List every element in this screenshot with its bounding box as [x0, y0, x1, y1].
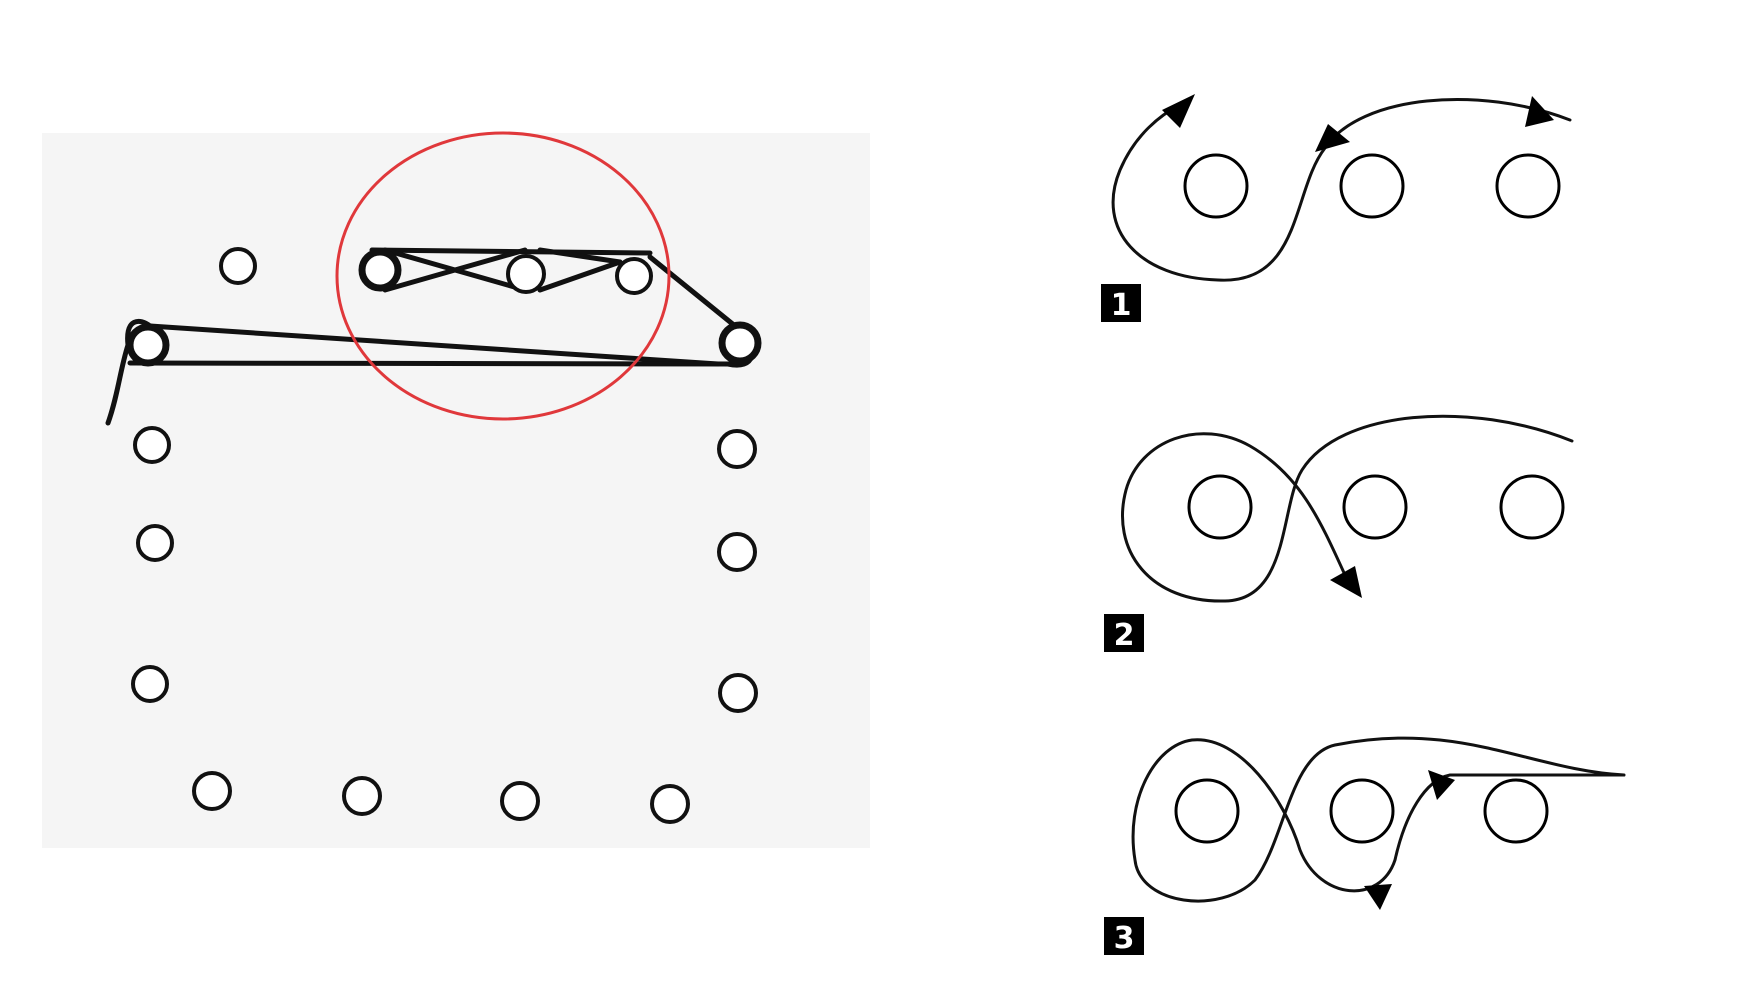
step-pin [1483, 778, 1549, 844]
step-pin [1329, 778, 1395, 844]
arrowhead [1330, 566, 1362, 598]
pin [718, 321, 762, 365]
step-number-label: 2 [1114, 618, 1135, 653]
step-pin [1174, 778, 1240, 844]
arrowhead [1428, 770, 1455, 800]
pin-board-diagram [42, 131, 870, 848]
pin [192, 771, 232, 811]
step-pin [1495, 153, 1561, 219]
thread-diagonal [647, 254, 743, 333]
arrowhead [1162, 94, 1195, 128]
thread-cross-b [382, 247, 528, 293]
step-number-label: 1 [1111, 288, 1132, 323]
pin [650, 784, 690, 824]
pin [342, 776, 382, 816]
pin [718, 673, 758, 713]
pin [219, 247, 257, 285]
pins [126, 247, 762, 824]
pin [126, 323, 170, 367]
step-badge-box [1104, 917, 1144, 955]
thread-lower-long [127, 360, 743, 367]
pin [133, 426, 171, 464]
step-2-thread [1121, 414, 1574, 603]
thread-upper-long [147, 323, 721, 367]
step-1-badge: 1 [1101, 284, 1141, 323]
step-1-panel: 1 [1101, 94, 1572, 323]
step-pin [1183, 153, 1249, 219]
arrowhead [1525, 96, 1554, 127]
pin [358, 248, 402, 292]
pin [136, 524, 174, 562]
step-1-thread [1111, 98, 1572, 282]
step-badge-box [1104, 614, 1144, 652]
step-badge-box [1101, 284, 1141, 322]
thread-loose-end [105, 342, 131, 426]
arrowhead [1364, 884, 1392, 910]
pin [615, 257, 653, 295]
pin [717, 532, 757, 572]
pin [717, 429, 757, 469]
pin [131, 665, 169, 703]
step-pin [1499, 474, 1565, 540]
pin [500, 781, 540, 821]
step-3-panel: 3 [1104, 736, 1626, 956]
step-3-badge: 3 [1104, 917, 1144, 956]
step-number-label: 3 [1114, 921, 1135, 956]
paper-background [42, 133, 870, 848]
thread-zig-a [537, 259, 623, 293]
thread-zig-b [537, 247, 623, 265]
step-pin [1339, 153, 1405, 219]
step-2-badge: 2 [1104, 614, 1144, 653]
step-pin [1187, 474, 1253, 540]
arrowhead [1315, 124, 1350, 152]
step-2-panel: 2 [1104, 414, 1574, 653]
thread-path [105, 247, 755, 426]
pin [506, 254, 546, 294]
highlight-ring [335, 131, 671, 421]
step-pin [1342, 474, 1408, 540]
